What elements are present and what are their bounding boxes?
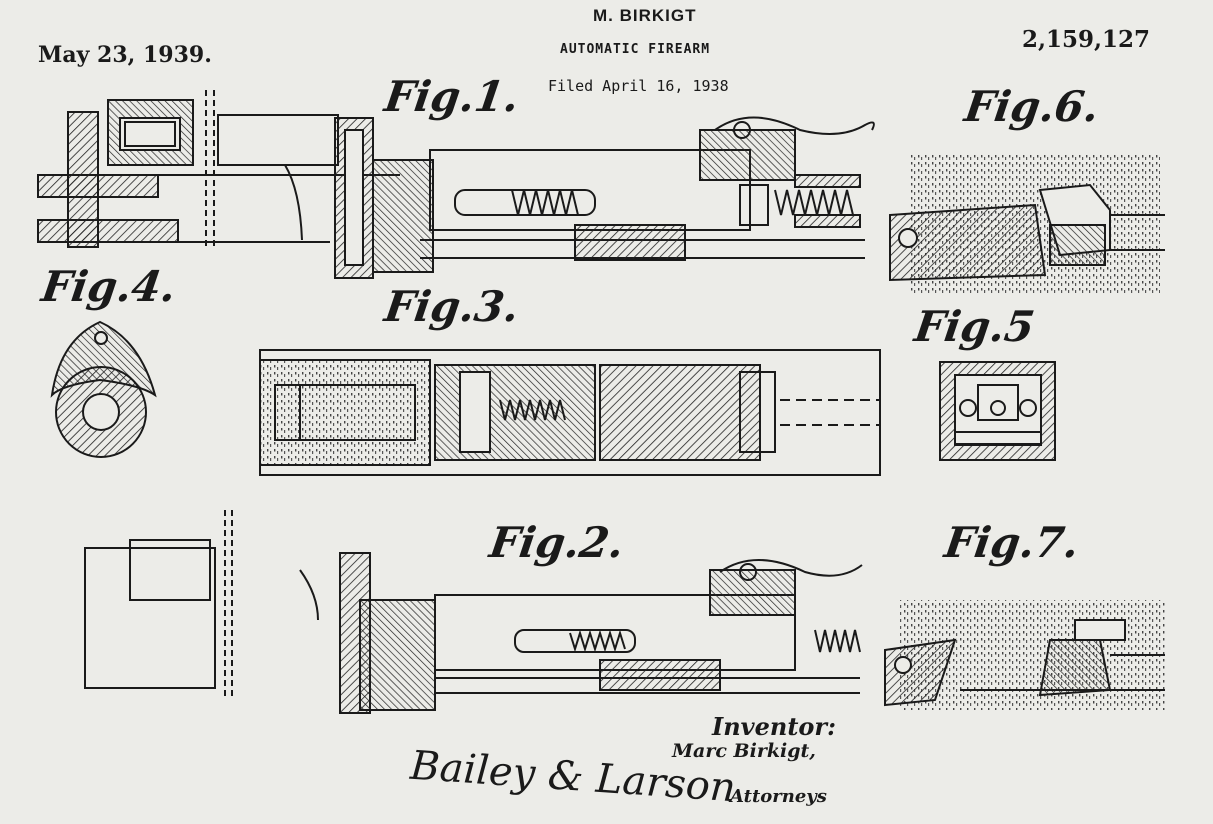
- fig4-label: Fig.4.: [38, 262, 180, 311]
- inventor-label: Inventor:: [712, 712, 836, 741]
- patent-number: 2,159,127: [1022, 26, 1151, 53]
- patent-title: AUTOMATIC FIREARM: [560, 42, 711, 57]
- fig5-label: Fig.5: [911, 302, 1038, 351]
- fig7-drawing: [884, 600, 1165, 710]
- fig4-drawing: [50, 320, 157, 458]
- fig3-label: Fig.3.: [381, 282, 523, 331]
- inventor-signature: Marc Birkigt,: [672, 740, 816, 762]
- fig2-label: Fig.2.: [486, 518, 628, 567]
- fig5-drawing: [939, 361, 1056, 461]
- fig3-drawing: [259, 349, 881, 476]
- fig7-label: Fig.7.: [941, 518, 1083, 567]
- fig6-drawing: [889, 155, 1165, 295]
- fig2-drawing: [84, 510, 863, 714]
- filed-date: Filed April 16, 1938: [548, 77, 729, 95]
- fig1-drawing: [37, 90, 875, 279]
- inventor-name-header: M. BIRKIGT: [593, 6, 697, 25]
- fig6-label: Fig.6.: [961, 82, 1103, 131]
- attorneys-label: Attorneys: [730, 786, 827, 807]
- fig1-label: Fig.1.: [381, 72, 523, 121]
- patent-date: May 23, 1939.: [38, 42, 212, 68]
